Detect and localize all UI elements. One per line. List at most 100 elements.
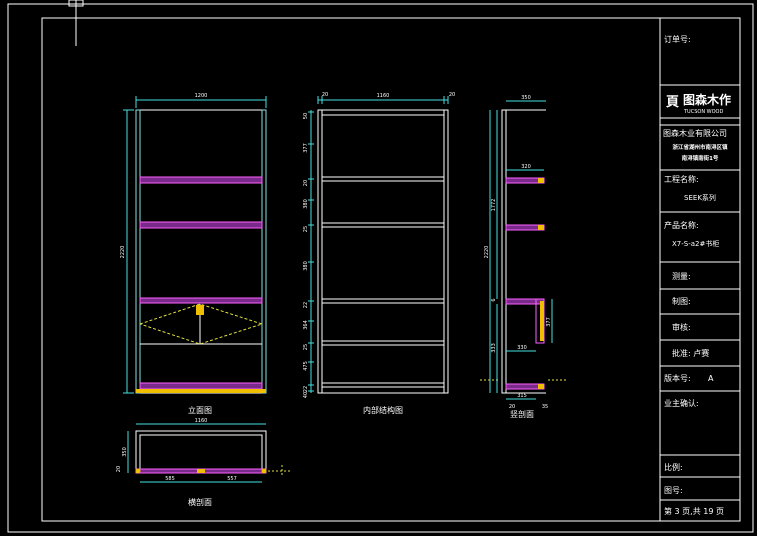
cad-cursor: [68, 0, 84, 46]
address-line2: 南浔镇南街1号: [682, 154, 719, 162]
plan-section: [135, 430, 292, 477]
inner-left-offset-label: 20: [322, 92, 328, 98]
inner-frame: [41, 17, 741, 522]
side-shelf-1-edge: [538, 178, 544, 183]
side-upper-label: 1772: [491, 199, 497, 212]
drawing-no-label: 图号:: [664, 486, 683, 495]
front-width-dimension: [135, 96, 267, 108]
address-line1: 浙江省湖州市南浔区镇: [672, 143, 728, 151]
side-bottom-edge: [538, 384, 544, 389]
logo-sub: TUCSON WOOD: [683, 109, 723, 115]
inner-bottom-shelf: [321, 382, 445, 388]
inner-shelf-3: [321, 298, 445, 304]
draw-label: 制图:: [672, 296, 691, 306]
inner-row-dimension-label: 25: [303, 344, 309, 350]
inner-row-dimension-label: 22: [303, 302, 309, 308]
company-name: 图森木业有限公司: [663, 128, 727, 138]
plan-caption: 横剖面: [188, 497, 212, 507]
front-logo-mark: [196, 305, 204, 315]
plan-seg2-label: 557: [227, 476, 237, 482]
side-drawer-h-label: 377: [546, 317, 552, 327]
side-back-panel: [501, 109, 507, 394]
inner-shelf-4: [321, 340, 445, 346]
page-label: 第 3 页,共 19 页: [664, 506, 724, 516]
side-dimension-lines: [489, 100, 553, 400]
side-mid-label: 6: [491, 298, 497, 301]
product-label: 产品名称:: [664, 220, 699, 230]
side-total-label: 2220: [484, 246, 490, 259]
side-caption: 竖剖面: [510, 409, 534, 419]
inner-row-dimension-label: 40: [303, 392, 309, 398]
inner-structure: [317, 109, 449, 394]
inner-row-dimension-label: 364: [303, 320, 309, 330]
inner-row-dimension-label: 377: [303, 143, 309, 153]
inner-left-panel: [317, 109, 323, 394]
inner-row-dimension-label: 380: [303, 199, 309, 209]
plan-center-mark: [197, 469, 205, 473]
inner-row-dimension-label: 25: [303, 226, 309, 232]
front-width-label: 1200: [195, 93, 208, 99]
project-label: 工程名称:: [664, 174, 699, 184]
front-bottom-shelf: [139, 382, 263, 390]
side-shelf-3: [505, 298, 545, 305]
inner-width-label: 1160: [377, 93, 390, 99]
outer-frame: [7, 3, 754, 533]
front-door-open-mark: [139, 303, 264, 345]
review-label: 审核:: [672, 322, 691, 332]
front-left-side-panel: [135, 109, 141, 394]
side-shelf-label: 320: [521, 164, 531, 170]
logo-mark: 頁: [666, 95, 679, 110]
side-section: [480, 109, 566, 394]
inner-row-dimension-label: 20: [303, 180, 309, 186]
side-bottom-a-label: 315: [517, 393, 527, 399]
side-shelf-2-edge: [538, 225, 544, 230]
logo-text: 图森木作: [683, 92, 731, 107]
side-drawer-label: 330: [517, 345, 527, 351]
version-label: 版本号:: [664, 373, 691, 383]
front-height-dimension: [123, 109, 134, 394]
product-value: X7-S-a2#书柜: [672, 239, 719, 248]
side-bottom-b-label: 20: [509, 404, 515, 410]
plan-inner-outline: [139, 434, 263, 470]
plan-outline: [135, 430, 267, 474]
front-caption: 立面图: [188, 405, 212, 415]
approve-label: 批准: 卢赛: [672, 348, 709, 358]
front-shelf-3: [139, 297, 263, 304]
inner-shelf-2: [321, 222, 445, 228]
inner-outline: [317, 109, 449, 394]
inner-row-dimension-label: 380: [303, 261, 309, 271]
side-drawer-front: [540, 301, 544, 341]
inner-caption: 内部结构图: [363, 405, 403, 415]
side-bottom-c-label: 35: [542, 404, 548, 410]
front-shelf-1: [139, 176, 263, 184]
version-value: A: [708, 374, 714, 383]
inner-right-offset-label: 20: [449, 92, 455, 98]
plan-depth-label: 350: [122, 447, 128, 457]
plan-right-hinge: [261, 468, 267, 474]
project-value: SEEK系列: [684, 193, 716, 202]
title-block: [659, 18, 740, 521]
inner-top-panel: [321, 109, 445, 116]
inner-row-dimension-label: 475: [303, 361, 309, 371]
inner-width-dimension: [317, 96, 449, 104]
inner-right-panel: [443, 109, 449, 394]
inner-shelf-1: [321, 176, 445, 182]
scale-label: 比例:: [664, 462, 683, 472]
front-elevation: 1200 2220 立面图: [120, 93, 267, 415]
owner-confirm-label: 业主确认:: [664, 398, 699, 408]
order-no-label: 订单号:: [664, 34, 691, 44]
plan-door-swing: [268, 465, 292, 477]
plan-seg1-label: 585: [165, 476, 175, 482]
plan-left-hinge: [135, 468, 141, 474]
plan-width-label: 1160: [195, 418, 208, 424]
plan-left-label: 20: [116, 466, 122, 472]
plan-dimension-lines: [127, 423, 266, 483]
front-cabinet-outline: [135, 109, 267, 394]
inner-row-dimension-label: 22: [303, 386, 309, 392]
front-plinth: [136, 389, 266, 393]
side-lower-label: 333: [491, 343, 497, 353]
front-shelf-2: [139, 221, 263, 229]
side-top-label: 350: [521, 95, 531, 101]
